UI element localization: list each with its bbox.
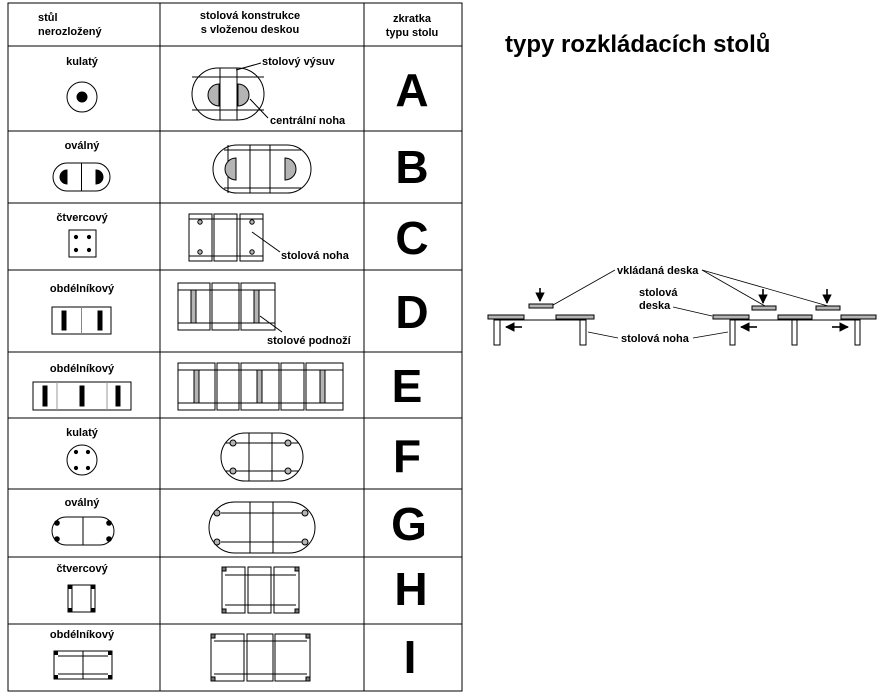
type-code-c: C (395, 212, 428, 264)
side-left-leg-2 (579, 319, 587, 346)
header-col2-line2: s vloženou deskou (201, 24, 299, 36)
shape-label-e: obdélníkový (50, 363, 115, 375)
type-code-a: A (395, 64, 428, 116)
rectangle-table-icon (51, 306, 112, 335)
round-table-icon (66, 81, 98, 113)
extended-rectangle-table-i (210, 633, 311, 682)
side-right-leg-2 (791, 319, 798, 346)
annotation-table-leg: stolová noha (281, 250, 350, 262)
side-left-table-top-right (555, 314, 595, 320)
extended-square-table-c (188, 213, 264, 262)
side-label-table-top-line1: stolová (639, 287, 678, 299)
annotation-table-base: stolové podnoží (267, 335, 352, 347)
header-col3-line1: zkratka (393, 13, 432, 25)
side-right-insert-board-1 (751, 305, 777, 311)
annotation-table-extension: stolový výsuv (262, 56, 336, 68)
type-code-h: H (394, 563, 427, 615)
shape-labels: kulatý oválný čtvercový obdélníkový obdé… (50, 56, 115, 641)
extended-table-diagrams (177, 67, 344, 682)
side-view-diagram: vkládaná deska stolová deska stolová noh… (487, 265, 877, 346)
shape-label-a: kulatý (66, 56, 99, 68)
extended-round-table-a (191, 67, 265, 121)
shape-label-h: čtvercový (56, 563, 108, 575)
side-label-table-top-line2: deska (639, 300, 671, 312)
side-right-leg-1 (729, 319, 736, 346)
type-code-f: F (393, 430, 421, 482)
extended-oval-table-b (212, 144, 312, 194)
table-header: stůl nerozložený stolová konstrukce s vl… (38, 10, 438, 39)
side-label-table-leg: stolová noha (621, 333, 690, 345)
table-grid (7, 2, 463, 692)
side-right-table-top-right (840, 314, 877, 320)
shape-label-c: čtvercový (56, 212, 108, 224)
oval-table-four-feet-icon (51, 516, 115, 546)
round-table-four-feet-icon (66, 444, 98, 476)
type-code-i: I (404, 631, 417, 683)
long-rectangle-table-icon (32, 381, 132, 411)
extended-long-table-e (177, 362, 344, 411)
side-left-insert-board (528, 303, 554, 309)
extended-round-table-f (220, 432, 304, 482)
header-col3-line2: typu stolu (386, 27, 439, 39)
rectangle-table-corner-legs-icon (53, 650, 113, 680)
side-label-insert-board: vkládaná deska (617, 265, 699, 277)
side-left-table-top-left (487, 314, 525, 320)
side-left-leg-1 (493, 319, 501, 346)
extended-oval-table-g (208, 501, 316, 554)
annotation-central-leg: centrální noha (270, 115, 346, 127)
header-col1-line1: stůl (38, 12, 58, 24)
page-title: typy rozkládacích stolů (505, 31, 770, 58)
square-table-corner-legs-icon (67, 584, 96, 613)
header-col2-line1: stolová konstrukce (200, 10, 300, 22)
shape-label-f: kulatý (66, 427, 99, 439)
oval-table-icon (52, 162, 111, 192)
table-annotations: stolový výsuv centrální noha stolová noh… (235, 56, 352, 347)
extended-rectangle-table-d (177, 282, 276, 331)
type-code-e: E (392, 360, 423, 412)
type-codes: A B C D E F G H I (391, 64, 429, 683)
extended-square-table-h (221, 566, 300, 614)
side-right-table-top-mid (777, 314, 813, 320)
shape-label-d: obdélníkový (50, 283, 115, 295)
shape-label-i: obdélníkový (50, 629, 115, 641)
header-col1-line2: nerozložený (38, 26, 102, 38)
side-right-leg-3 (854, 319, 861, 346)
shape-label-b: oválný (65, 140, 101, 152)
square-table-icon (68, 229, 97, 258)
type-code-b: B (395, 141, 428, 193)
side-right-insert-board-2 (815, 305, 841, 311)
collapsed-table-icons (32, 81, 132, 680)
type-code-g: G (391, 498, 427, 550)
type-code-d: D (395, 286, 428, 338)
side-right-table-top-left (712, 314, 750, 320)
shape-label-g: oválný (65, 497, 101, 509)
